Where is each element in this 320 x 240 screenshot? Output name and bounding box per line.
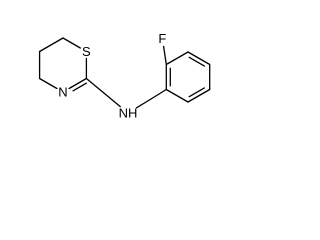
bond-A3-A4	[187, 51, 211, 66]
bond-A5-A6	[187, 88, 211, 103]
sulfur-atom-label: S	[82, 44, 91, 59]
amine-nh-label: NH	[119, 106, 138, 121]
bond-c-f	[162, 45, 167, 66]
bond-c2-n3	[68, 77, 88, 90]
bond-A3-A4-double	[188, 56, 206, 67]
bond-ch2-ipso	[150, 88, 167, 100]
molecule-structure: S N NH F	[38, 31, 211, 121]
bond-A2-A3	[165, 51, 189, 66]
bond-c6-s	[62, 37, 81, 49]
bond-c2-nh	[85, 77, 121, 108]
ring-nitrogen-atom-label: N	[58, 85, 67, 100]
bond-c2-n3-double	[72, 82, 87, 92]
bond-c5-c6	[38, 37, 64, 53]
bond-A5-A6-double	[188, 87, 206, 98]
fluorine-atom-label: F	[158, 31, 166, 46]
bond-n3-c4	[38, 77, 58, 90]
bond-A6-A1	[165, 88, 189, 103]
bond-nh-ch2	[135, 98, 152, 109]
